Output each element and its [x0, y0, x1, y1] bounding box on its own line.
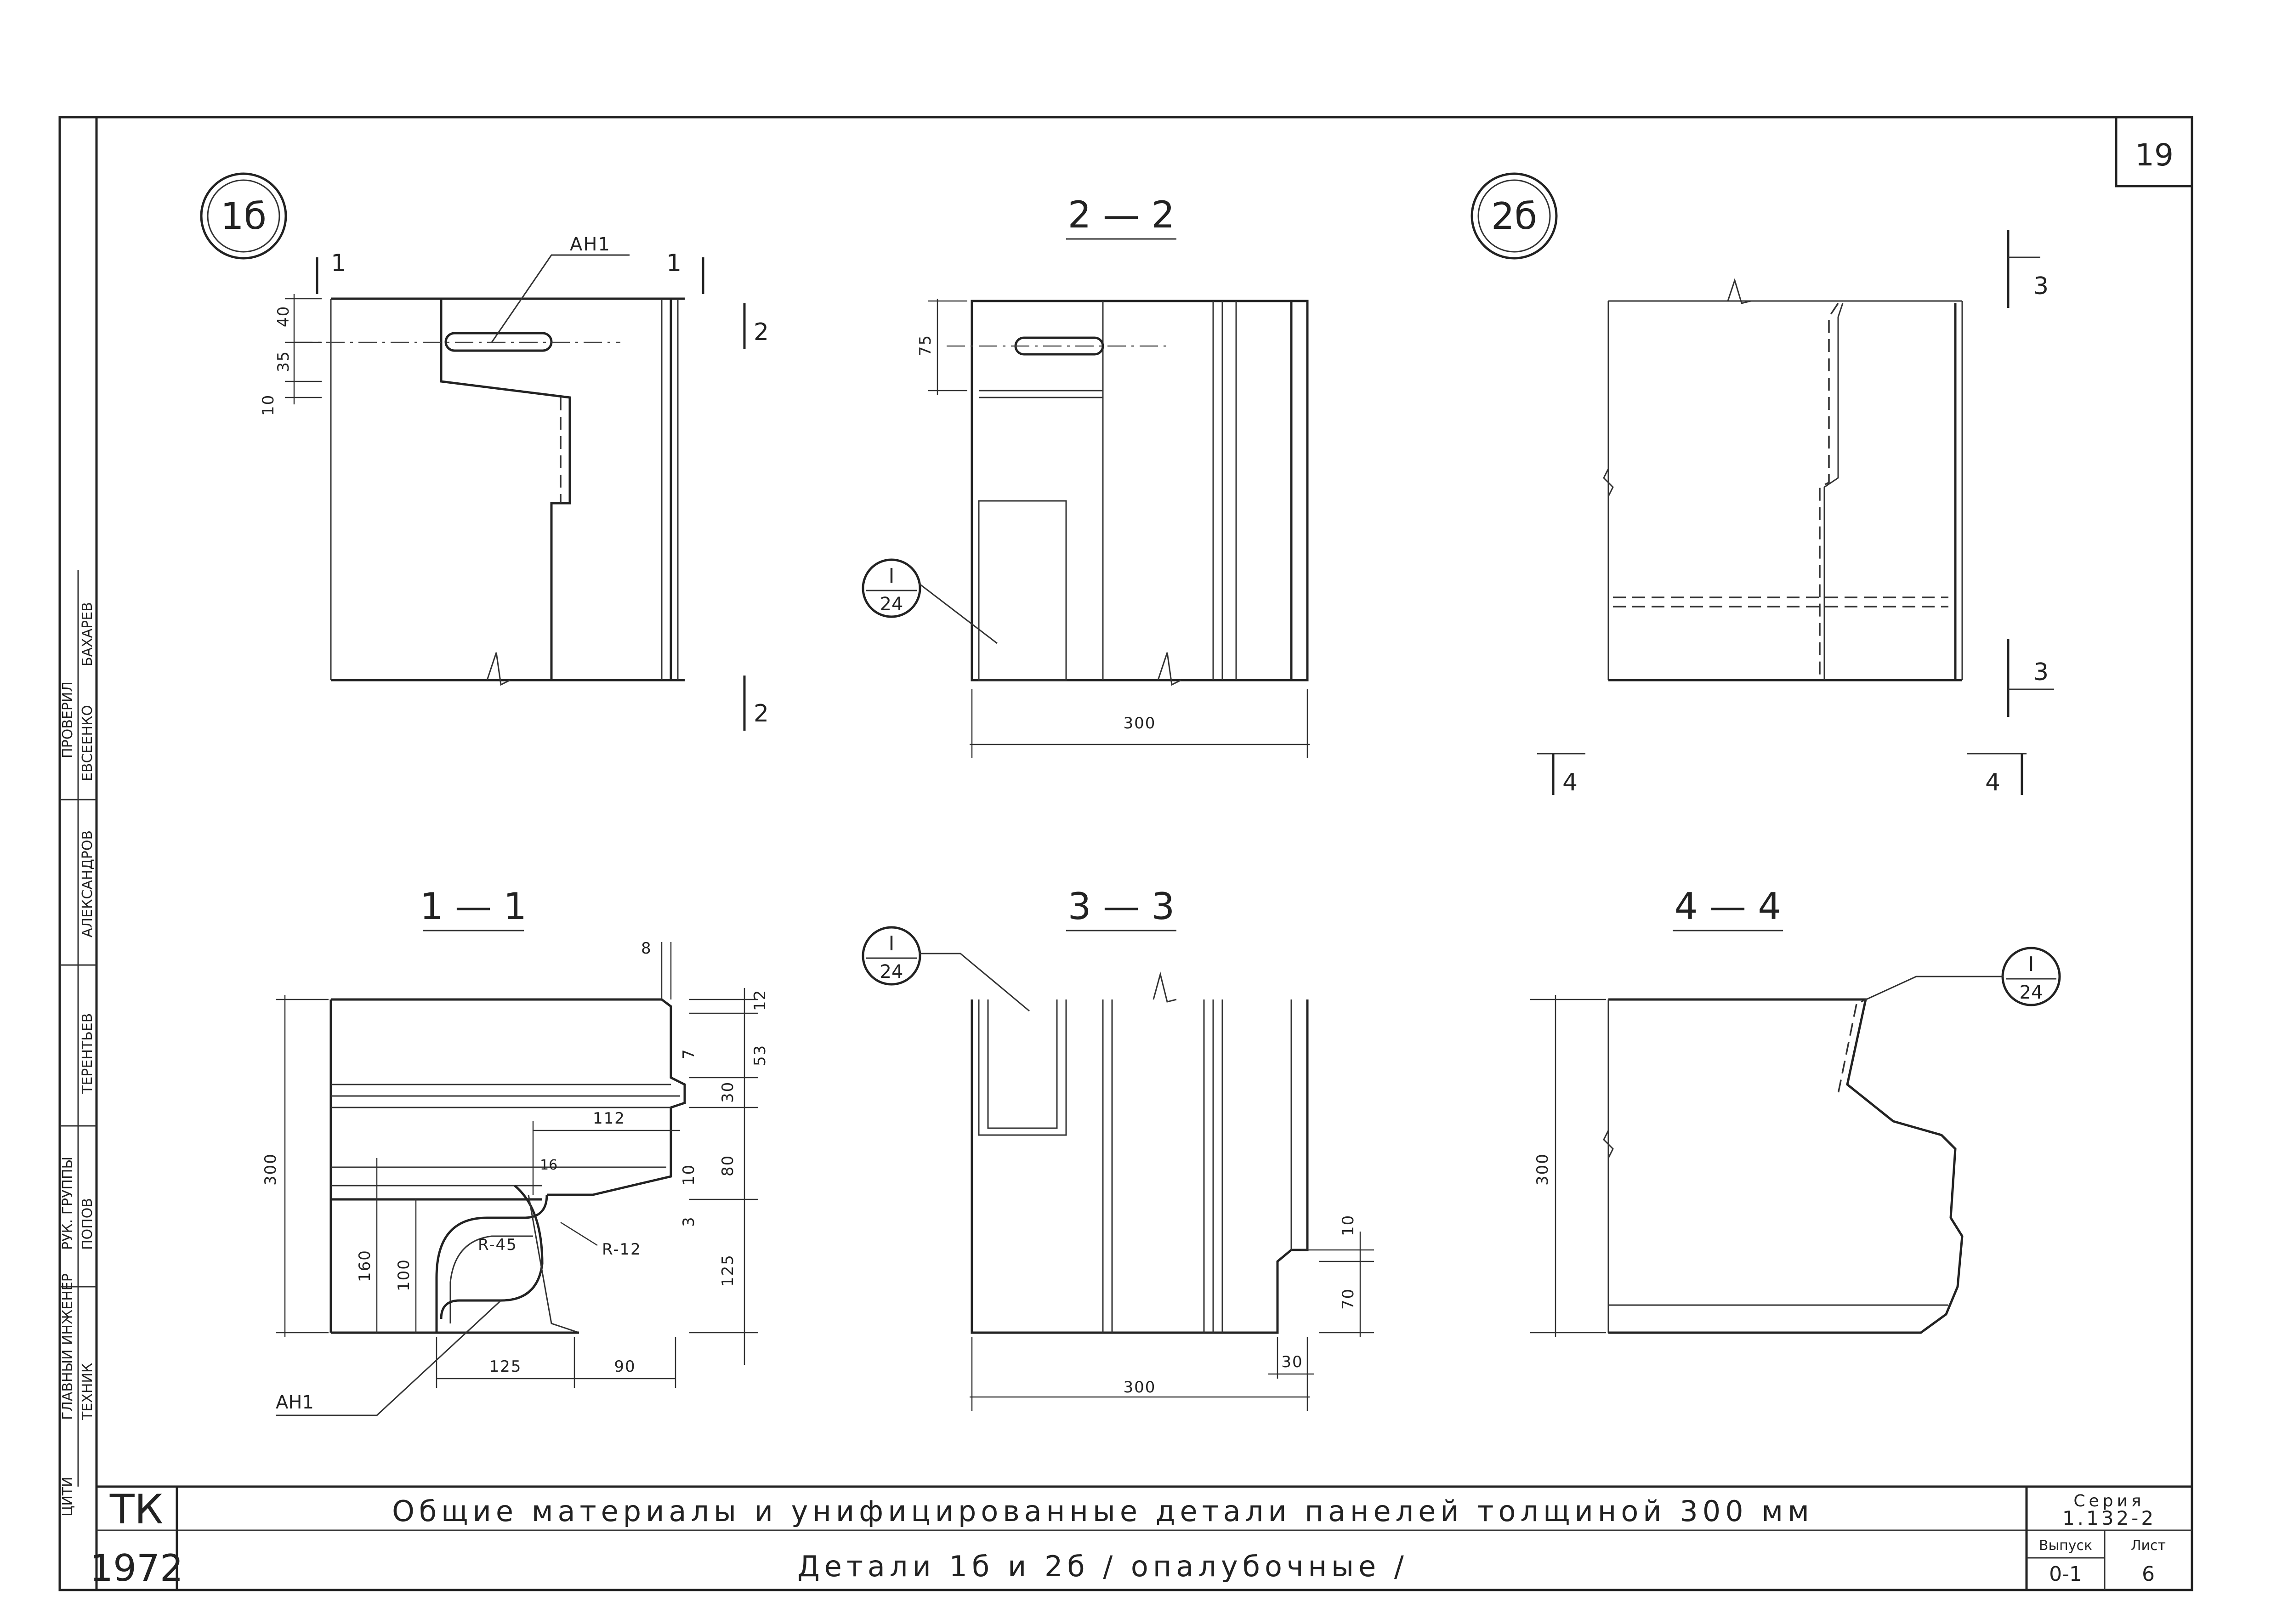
- radius-45: R-45: [478, 1236, 517, 1254]
- title-4-4: 4 — 4: [1675, 885, 1782, 928]
- dim-v4-7: 7: [680, 1048, 698, 1059]
- badge-1b-circle: [200, 172, 287, 260]
- stamp-org-4: ТЕХНИК: [79, 1363, 96, 1420]
- cut-4-left: 4: [1562, 769, 1578, 796]
- view-4-4: 4 — 4 I 24 300: [1530, 885, 2061, 1337]
- stamp-org-1: ЦИТИ: [60, 1477, 76, 1517]
- dim-v4-80: 80: [719, 1155, 737, 1176]
- callout-3-3-top: I: [889, 932, 895, 955]
- stamp-org-3: РУК. ГРУППЫ: [60, 1157, 76, 1250]
- title-2-2: 2 — 2: [1068, 193, 1175, 236]
- dim-v1-10: 10: [259, 394, 278, 416]
- sheet-value: 6: [2142, 1562, 2155, 1586]
- approval-stamp: ЦИТИ ГЛАВНЫЙ ИНЖЕНЕР РУК. ГРУППЫ ТЕХНИК …: [59, 570, 97, 1516]
- dim-v4-3: 3: [680, 1216, 698, 1227]
- callout-3-3-bottom: 24: [880, 961, 903, 982]
- dim-v4-125: 125: [719, 1254, 737, 1287]
- page-number: 19: [2135, 137, 2174, 173]
- title-1-1: 1 — 1: [420, 885, 527, 928]
- dim-v4-100: 100: [395, 1259, 413, 1291]
- dim-v1-40: 40: [274, 306, 293, 327]
- dim-v4-16: 16: [540, 1157, 557, 1173]
- dim-v4-12: 12: [751, 989, 769, 1011]
- stamp-title: ПРОВЕРИЛ: [60, 681, 76, 758]
- callout-2-2-top: I: [889, 564, 895, 588]
- dim-v4-10: 10: [680, 1164, 698, 1186]
- view-1b: 1б 1 1 2 2 АН1 40 35 10: [200, 172, 769, 731]
- cut-3-top: 3: [2033, 273, 2049, 300]
- dim-v4-90: 90: [614, 1357, 636, 1376]
- dim-v4-8: 8: [641, 939, 652, 958]
- title-main: Общие материалы и унифицированные детали…: [392, 1494, 1814, 1528]
- cut-4-right: 4: [1985, 769, 2000, 796]
- dim-v2-75: 75: [916, 335, 935, 356]
- dim-v4-112: 112: [593, 1109, 625, 1128]
- dim-v1-35: 35: [274, 351, 293, 372]
- dim-v4-125h: 125: [489, 1357, 522, 1376]
- title-block: ТК 1972 Общие материалы и унифицированны…: [90, 1486, 2166, 1590]
- cut-3-bottom: 3: [2033, 659, 2049, 686]
- cut-1-right: 1: [666, 250, 681, 277]
- stamp-name-2: ТЕРЕНТЬЕВ: [79, 1013, 96, 1094]
- dim-v5-300: 300: [1124, 1378, 1156, 1397]
- callout-3-3: [862, 926, 921, 986]
- callout-4-4-top: I: [2028, 953, 2034, 976]
- dim-v5-10: 10: [1339, 1215, 1357, 1236]
- cut-2-bottom: 2: [754, 700, 769, 727]
- view-1-1: 1 — 1 R-45 R-12 АН1 12 53 7 30 80: [261, 885, 769, 1416]
- badge-2b: 2б: [1491, 195, 1537, 238]
- cut-1-left: 1: [331, 250, 346, 277]
- stamp-org-2: ГЛАВНЫЙ ИНЖЕНЕР: [59, 1273, 76, 1420]
- title-year: 1972: [90, 1547, 183, 1590]
- anchor-label-1b: АН1: [570, 234, 611, 255]
- stamp-name-5: БАХАРЕВ: [79, 602, 96, 666]
- stamp-name-3: АЛЕКСАНДРОВ: [79, 830, 96, 937]
- dim-v4-300: 300: [261, 1153, 280, 1186]
- dim-v5-70: 70: [1339, 1288, 1357, 1310]
- cut-2-top: 2: [754, 318, 769, 346]
- title-code: ТК: [109, 1486, 163, 1533]
- dim-v6-300: 300: [1533, 1153, 1552, 1186]
- dim-v5-30: 30: [1281, 1353, 1303, 1371]
- stamp-name-4: ЕВСЕЕНКО: [79, 705, 96, 781]
- radius-12: R-12: [602, 1240, 642, 1259]
- title-3-3: 3 — 3: [1068, 885, 1175, 928]
- badge-1b: 1б: [221, 195, 267, 238]
- issue-label: Выпуск: [2039, 1538, 2092, 1554]
- callout-2-2: [862, 558, 921, 618]
- dim-v2-300: 300: [1124, 714, 1156, 733]
- callout-2-2-bottom: 24: [880, 594, 903, 615]
- issue-value: 0-1: [2049, 1562, 2082, 1586]
- dim-v4-30: 30: [719, 1081, 737, 1103]
- sheet-label: Лист: [2131, 1538, 2166, 1554]
- anchor-label-1-1: АН1: [276, 1392, 314, 1413]
- anchor-curve: [435, 1194, 548, 1333]
- series-value: 1.132-2: [2062, 1507, 2156, 1529]
- dim-v4-160: 160: [356, 1249, 374, 1282]
- callout-4-4-bottom: 24: [2020, 982, 2043, 1003]
- stamp-name-1: ПОПОВ: [79, 1198, 96, 1250]
- view-2b: 2б 3 3 4 4: [1470, 172, 2054, 796]
- dim-v4-53: 53: [751, 1045, 769, 1066]
- page-number-box: [2115, 116, 2193, 187]
- view-2-2: 2 — 2 I 24 75 300: [862, 193, 1310, 758]
- title-sub: Детали 1б и 2б / опалубочные /: [797, 1550, 1408, 1583]
- series-label: Серия: [2073, 1492, 2145, 1510]
- view-3-3: 3 — 3 I 24 10 70 30 300: [862, 885, 1374, 1411]
- badge-2b-circle: [1470, 172, 1558, 260]
- sheet-frame: 19: [58, 116, 2193, 1591]
